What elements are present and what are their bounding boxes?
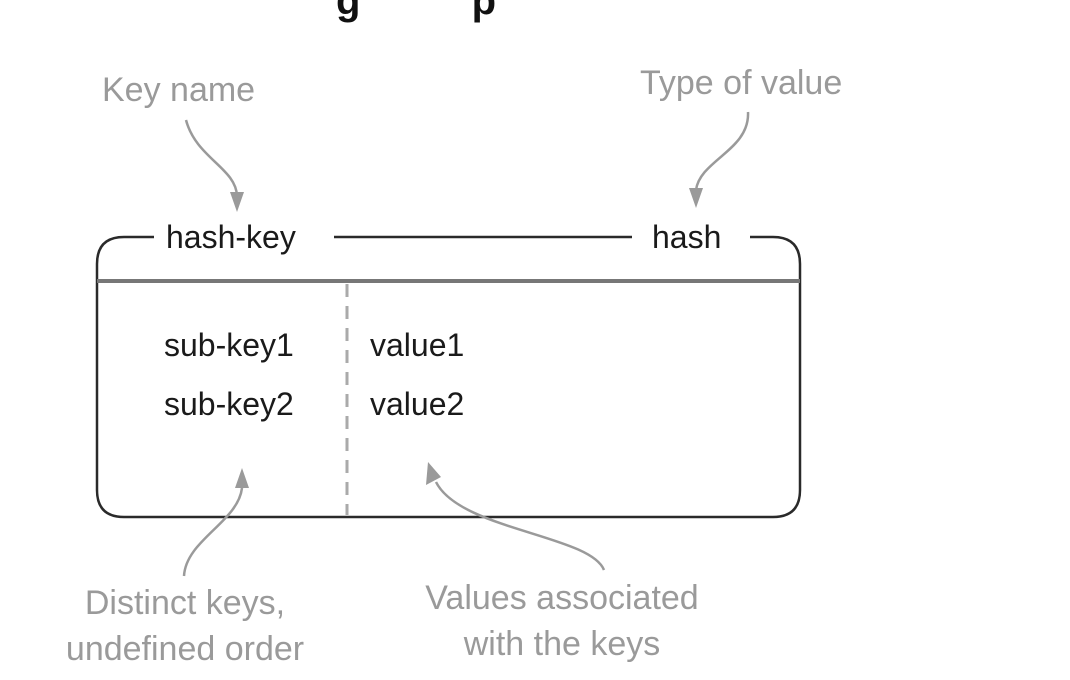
sub-key-cell: sub-key1 bbox=[164, 327, 294, 363]
distinct-keys-callout-line2: undefined order bbox=[66, 630, 304, 668]
type-of-value-callout: Type of value bbox=[640, 64, 842, 102]
value-cell: value1 bbox=[370, 327, 464, 363]
values-assoc-callout-line1: Values associated bbox=[425, 579, 698, 617]
type-of-value-arrowhead bbox=[689, 188, 703, 208]
distinct-keys-arrowhead bbox=[235, 468, 249, 488]
hash-box-outline bbox=[95, 235, 802, 519]
distinct-keys-arrow bbox=[182, 487, 244, 577]
key-name-arrowhead bbox=[230, 192, 244, 212]
type-of-value-arrow bbox=[694, 111, 750, 191]
key-name-arrow bbox=[184, 119, 239, 197]
value-cell: value2 bbox=[370, 386, 464, 422]
values-assoc-arrowhead bbox=[426, 462, 441, 485]
sub-key-cell: sub-key2 bbox=[164, 386, 294, 422]
values-assoc-callout-line2: with the keys bbox=[463, 625, 661, 663]
distinct-keys-callout-line1: Distinct keys, bbox=[85, 584, 285, 622]
value-type-label: hash bbox=[652, 219, 721, 255]
key-name-callout: Key name bbox=[102, 71, 255, 109]
diagram-title: g p bbox=[336, 0, 496, 23]
values-assoc-arrow bbox=[434, 481, 606, 571]
key-name-label: hash-key bbox=[166, 219, 296, 255]
